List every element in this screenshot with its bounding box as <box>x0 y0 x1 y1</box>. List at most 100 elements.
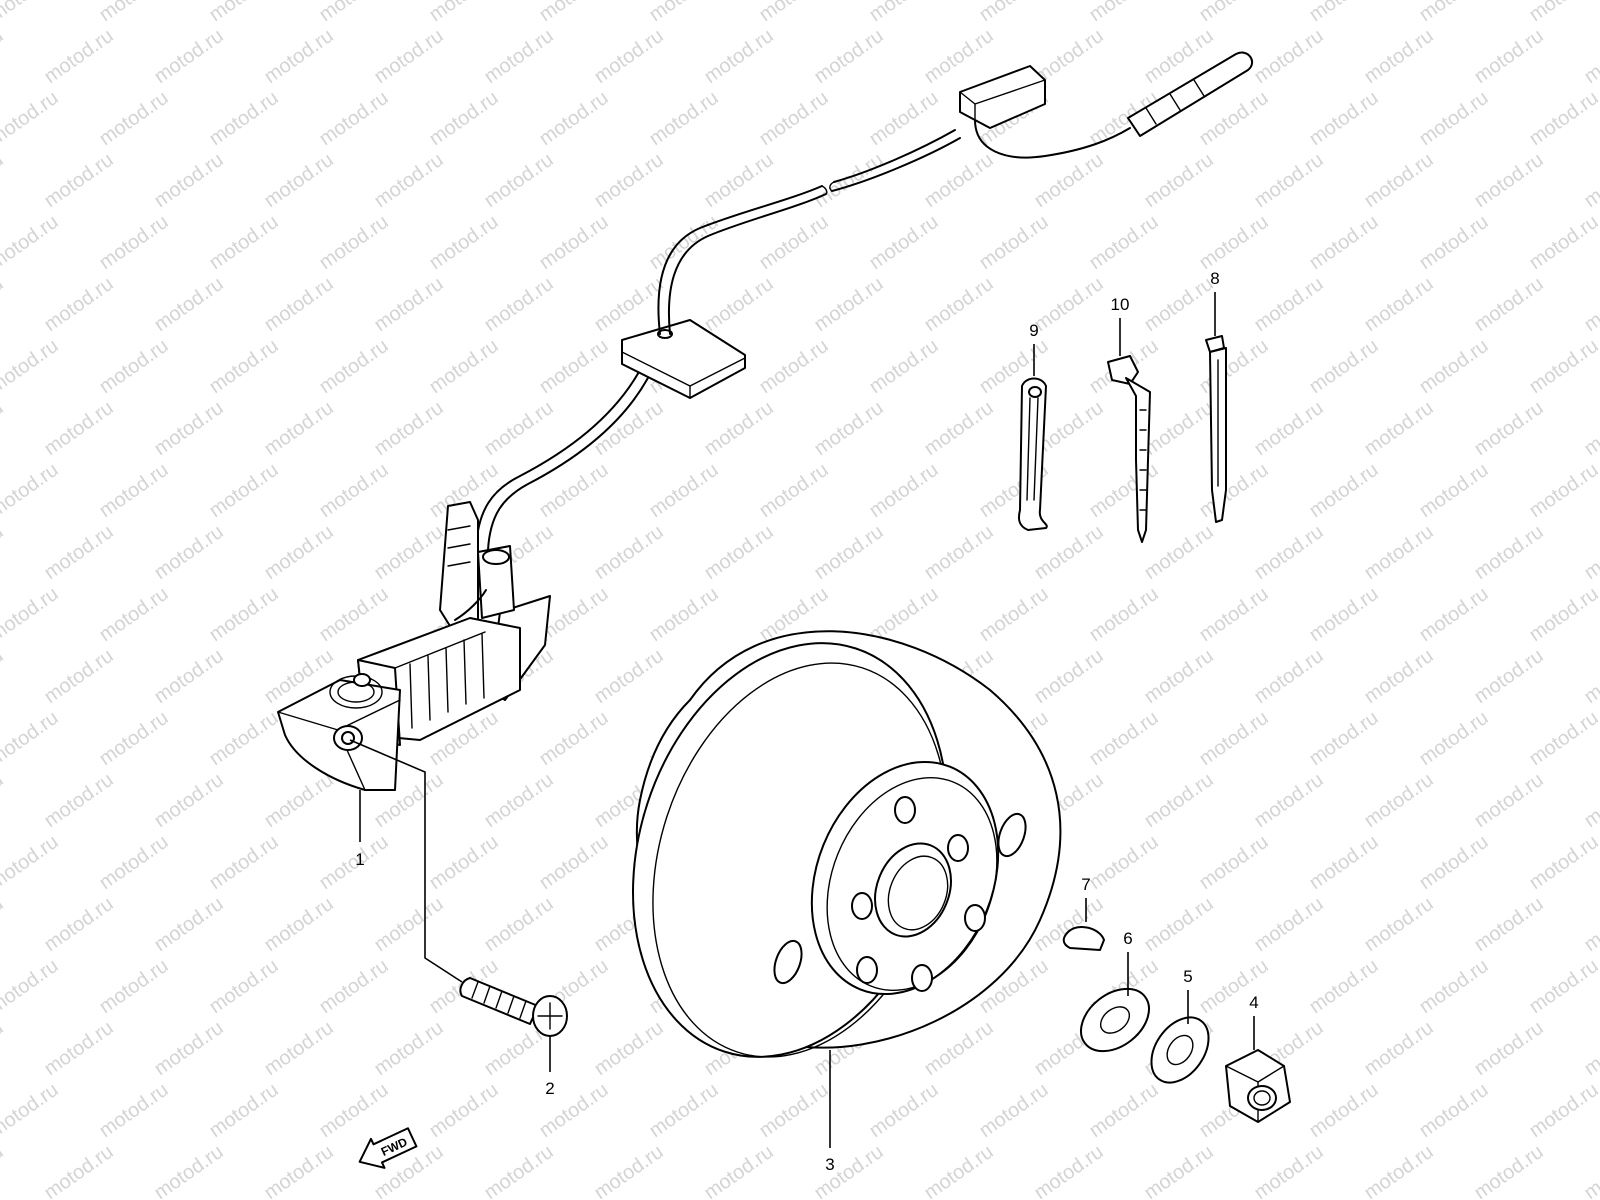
watermark-text: motod.ru <box>480 25 557 88</box>
watermark-text: motod.ru <box>0 459 63 522</box>
watermark-text: motod.ru <box>755 0 832 26</box>
callout-part-4: 4 <box>1249 993 1258 1012</box>
watermark-text: motod.ru <box>920 521 997 584</box>
watermark-text: motod.ru <box>0 273 8 336</box>
watermark-text: motod.ru <box>205 707 282 770</box>
watermark-text: motod.ru <box>535 211 612 274</box>
watermark-text: motod.ru <box>1030 149 1107 212</box>
watermark-text: motod.ru <box>1415 0 1492 26</box>
watermark-text: motod.ru <box>150 769 227 832</box>
connector-block <box>959 65 1046 129</box>
watermark-text: motod.ru <box>480 397 557 460</box>
watermark-text: motod.ru <box>1250 893 1327 956</box>
callout-part-1: 1 <box>355 850 364 869</box>
watermark-text: motod.ru <box>810 273 887 336</box>
watermark-text: motod.ru <box>755 87 832 150</box>
watermark-text: motod.ru <box>1470 521 1547 584</box>
watermark-text: motod.ru <box>1415 955 1492 1018</box>
watermark-text: motod.ru <box>40 645 117 708</box>
watermark-text: motod.ru <box>535 335 612 398</box>
watermark-text: motod.ru <box>755 211 832 274</box>
watermark-text: motod.ru <box>315 955 392 1018</box>
watermark-text: motod.ru <box>0 831 63 894</box>
watermark-text: motod.ru <box>1580 769 1600 832</box>
watermark-text: motod.ru <box>1250 1141 1327 1200</box>
callout-labels: 1 2 3 4 5 6 7 8 9 10 <box>355 269 1258 1174</box>
watermark-text: motod.ru <box>975 1079 1052 1142</box>
watermark-text: motod.ru <box>1140 521 1217 584</box>
watermark-text: motod.ru <box>1580 1017 1600 1080</box>
watermark-text: motod.ru <box>95 955 172 1018</box>
watermark-text: motod.ru <box>920 25 997 88</box>
watermark-text: motod.ru <box>1360 1017 1437 1080</box>
watermark-text: motod.ru <box>1525 583 1600 646</box>
watermark-text: motod.ru <box>1195 955 1272 1018</box>
watermark-text: motod.ru <box>205 211 282 274</box>
watermark-text: motod.ru <box>535 87 612 150</box>
watermark-text: motod.ru <box>1030 645 1107 708</box>
watermark-text: motod.ru <box>205 583 282 646</box>
watermark-text: motod.ru <box>810 521 887 584</box>
callout-part-8: 8 <box>1210 269 1219 288</box>
watermark-text: motod.ru <box>260 769 337 832</box>
watermark-text: motod.ru <box>1305 335 1382 398</box>
watermark-text: motod.ru <box>920 149 997 212</box>
watermark-text: motod.ru <box>920 1017 997 1080</box>
watermark-text: motod.ru <box>865 335 942 398</box>
watermark-text: motod.ru <box>865 87 942 150</box>
watermark-text: motod.ru <box>1525 211 1600 274</box>
watermark-text: motod.ru <box>0 335 63 398</box>
watermark-text: motod.ru <box>150 1141 227 1200</box>
watermark-text: motod.ru <box>0 0 63 26</box>
watermark-text: motod.ru <box>1415 459 1492 522</box>
watermark-text: motod.ru <box>1415 1079 1492 1142</box>
watermark-text: motod.ru <box>1415 831 1492 894</box>
watermark-text: motod.ru <box>590 1141 667 1200</box>
watermark-text: motod.ru <box>1250 273 1327 336</box>
callout-part-7: 7 <box>1081 875 1090 894</box>
watermark-text: motod.ru <box>1580 893 1600 956</box>
watermark-text: motod.ru <box>700 397 777 460</box>
watermark-text: motod.ru <box>1140 149 1217 212</box>
key <box>1062 925 1105 951</box>
watermark-text: motod.ru <box>480 273 557 336</box>
watermark-text: motod.ru <box>0 583 63 646</box>
watermark-text: motod.ru <box>1085 459 1162 522</box>
watermark-text: motod.ru <box>40 397 117 460</box>
watermark-text: motod.ru <box>1250 397 1327 460</box>
watermark-text: motod.ru <box>645 1079 722 1142</box>
watermark-text: motod.ru <box>150 25 227 88</box>
watermark-text: motod.ru <box>95 1079 172 1142</box>
watermark-text: motod.ru <box>755 459 832 522</box>
watermark-text: motod.ru <box>920 397 997 460</box>
watermark-text: motod.ru <box>0 893 8 956</box>
watermark-text: motod.ru <box>40 149 117 212</box>
watermark-text: motod.ru <box>1360 521 1437 584</box>
cable-tie <box>1107 355 1151 543</box>
watermark-text: motod.ru <box>1140 397 1217 460</box>
watermark-text: motod.ru <box>205 459 282 522</box>
watermark-text: motod.ru <box>865 0 942 26</box>
watermark-text: motod.ru <box>260 25 337 88</box>
watermark-text: motod.ru <box>1305 87 1382 150</box>
watermark-text: motod.ru <box>425 0 502 26</box>
watermark-text: motod.ru <box>0 1141 8 1200</box>
watermark-text: motod.ru <box>535 707 612 770</box>
watermark-text: motod.ru <box>645 583 722 646</box>
watermark-text: motod.ru <box>1250 25 1327 88</box>
watermark-text: motod.ru <box>425 87 502 150</box>
watermark-text: motod.ru <box>1360 273 1437 336</box>
watermark-text: motod.ru <box>1415 87 1492 150</box>
watermark-text: motod.ru <box>1030 1141 1107 1200</box>
watermark-text: motod.ru <box>95 0 172 26</box>
clamp <box>1018 377 1048 531</box>
watermark-text: motod.ru <box>260 149 337 212</box>
watermark-text: motod.ru <box>480 1141 557 1200</box>
watermark-text: motod.ru <box>0 1017 8 1080</box>
watermark-text: motod.ru <box>590 521 667 584</box>
watermark-text: motod.ru <box>1195 707 1272 770</box>
watermark-text: motod.ru <box>755 335 832 398</box>
watermark-text: motod.ru <box>0 87 63 150</box>
watermark-text: motod.ru <box>0 397 8 460</box>
